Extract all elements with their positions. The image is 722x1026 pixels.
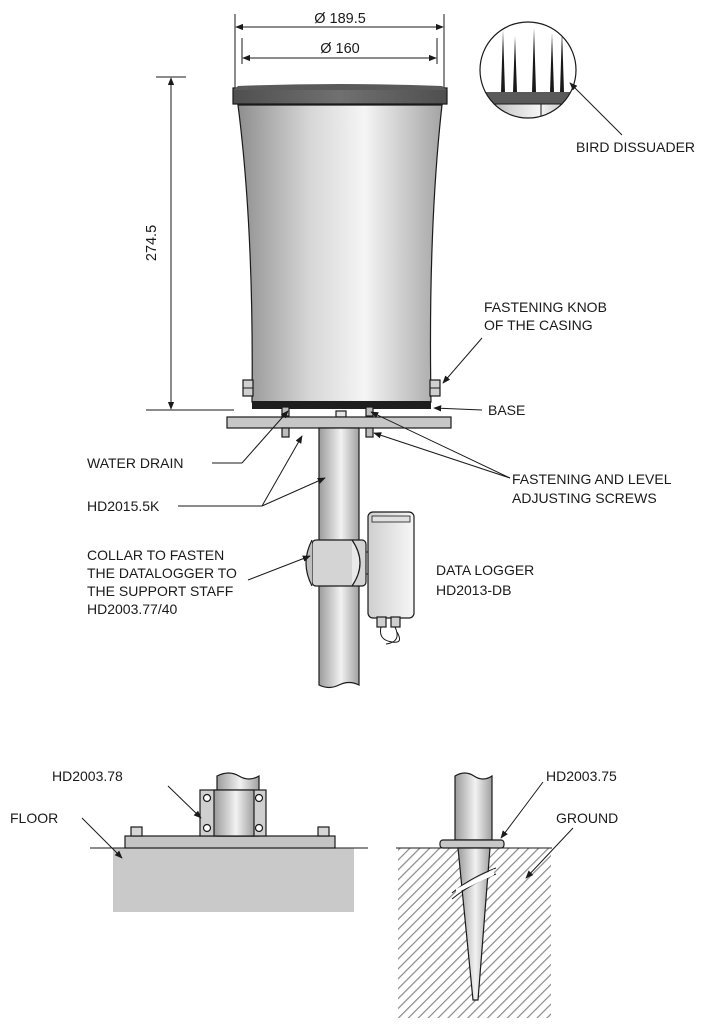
support-model-label: HD2015.5K [87, 498, 160, 514]
bird-dissuader-inset [479, 21, 577, 119]
collar-line-1: COLLAR TO FASTEN [87, 547, 224, 563]
base-label: BASE [488, 402, 525, 418]
inner-diameter-label: Ø 160 [320, 41, 360, 57]
label-fastening-knob: FASTENING KNOB OF THE CASING [442, 299, 607, 384]
label-floor: FLOOR [10, 810, 123, 859]
data-logger-line-1: DATA LOGGER [436, 562, 534, 578]
support-staff [226, 406, 452, 689]
data-logger-box [367, 511, 415, 645]
label-bird-dissuader: BIRD DISSUADER [569, 82, 695, 155]
floor-label: FLOOR [10, 810, 58, 826]
base-plate [252, 401, 431, 409]
dimension-inner-diameter: Ø 160 [241, 38, 438, 64]
ground-label: GROUND [556, 810, 618, 826]
collar-line-2: THE DATALOGGER TO [87, 565, 237, 581]
fastening-knob-line-2: OF THE CASING [484, 317, 593, 333]
collar [305, 539, 372, 587]
data-logger-line-2: HD2013-DB [436, 582, 511, 598]
fastening-screws-line-1: FASTENING AND LEVEL [512, 471, 672, 487]
height-label: 274.5 [144, 225, 160, 261]
ground-spike-detail [396, 772, 552, 1018]
floor-base-plate [124, 835, 336, 849]
collar-line-3: THE SUPPORT STAFF [87, 583, 233, 599]
label-collar: COLLAR TO FASTEN THE DATALOGGER TO THE S… [87, 547, 311, 617]
bird-dissuader-label: BIRD DISSUADER [576, 139, 695, 155]
dimension-height: 274.5 [144, 76, 234, 411]
collar-line-4: HD2003.77/40 [87, 601, 178, 617]
fastening-knob-left [242, 379, 254, 397]
label-data-logger: DATA LOGGER HD2013-DB [436, 562, 534, 598]
rain-gauge [232, 84, 448, 409]
floor-mount-detail [90, 772, 368, 912]
spike-collar [439, 839, 505, 849]
label-base: BASE [433, 402, 525, 418]
label-water-drain: WATER DRAIN [87, 410, 289, 471]
water-drain-label: WATER DRAIN [87, 455, 183, 471]
funnel-lid [232, 87, 448, 105]
floor-block [113, 848, 354, 912]
fastening-screws-line-2: ADJUSTING SCREWS [512, 490, 657, 506]
ground-pole [454, 772, 493, 841]
ground-spike-model-label: HD2003.75 [546, 768, 617, 784]
fastening-knob-line-1: FASTENING KNOB [484, 299, 607, 315]
fastening-knob-right [429, 379, 441, 397]
floor-mount-model-label: HD2003.78 [52, 768, 123, 784]
casing [237, 104, 443, 403]
label-ground: GROUND [525, 810, 618, 879]
mounting-plate [226, 416, 452, 429]
label-floor-mount-model: HD2003.78 [52, 768, 202, 819]
outer-diameter-label: Ø 189.5 [314, 11, 366, 27]
label-support-model: HD2015.5K [87, 435, 326, 514]
dimension-outer-diameter: Ø 189.5 [234, 11, 445, 88]
label-ground-spike-model: HD2003.75 [500, 768, 617, 839]
label-fastening-screws: FASTENING AND LEVEL ADJUSTING SCREWS [370, 411, 672, 506]
